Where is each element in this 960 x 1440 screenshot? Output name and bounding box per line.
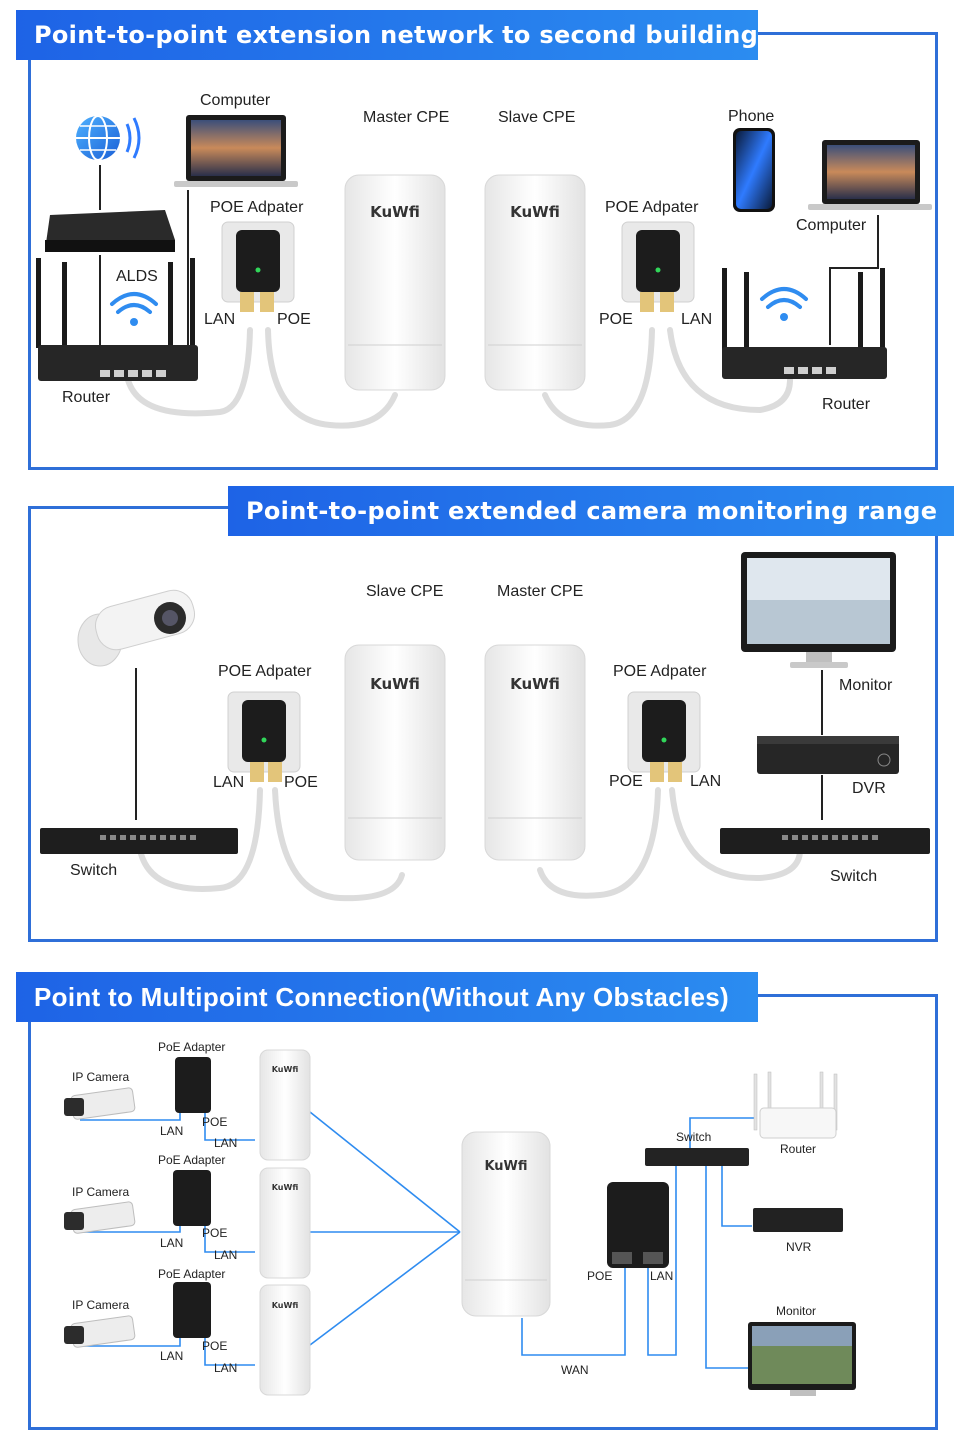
label-lan-row1: LAN [160, 1124, 184, 1138]
label-router-right: Router [822, 396, 871, 413]
label-ip-camera-row3: IP Camera [72, 1298, 130, 1312]
cpe-logo-1: KuWfi [370, 203, 420, 221]
router-left-art [36, 258, 198, 381]
label-lan-left-2: LAN [213, 774, 245, 791]
label-master-cpe: Master CPE [363, 109, 450, 126]
label-poe-adapter-row3: PoE Adapter [158, 1267, 226, 1281]
svg-text:KuWfi: KuWfi [484, 1159, 527, 1174]
label-alds: ALDS [116, 268, 158, 285]
svg-text:KuWfi: KuWfi [272, 1301, 299, 1310]
label-lan-3: LAN [650, 1269, 674, 1283]
label-poe-right-2: POE [609, 773, 643, 790]
label-poe-right: POE [599, 311, 633, 328]
label-poe-left: POE [277, 311, 311, 328]
ip-cameras-art [64, 1087, 136, 1348]
label-poe-3: POE [587, 1269, 613, 1283]
cable-group-1 [125, 327, 793, 429]
label-lan-left: LAN [204, 311, 236, 328]
label-lan-row3: LAN [160, 1349, 184, 1363]
label-lan2-row1: LAN [214, 1136, 238, 1150]
label-poe-adapter-row1: PoE Adapter [158, 1040, 226, 1054]
label-poe-adapter-left: POE Adpater [210, 199, 304, 216]
label-router-3: Router [780, 1142, 817, 1156]
label-lan-right: LAN [681, 311, 713, 328]
label-wan: WAN [561, 1363, 589, 1377]
label-nvr: NVR [786, 1240, 812, 1254]
label-phone: Phone [728, 108, 775, 125]
label-switch-3: Switch [676, 1130, 712, 1144]
label-poe-adapter-row2: PoE Adapter [158, 1153, 226, 1167]
label-lan2-row3: LAN [214, 1361, 238, 1375]
label-monitor: Monitor [839, 677, 893, 694]
bullet-camera-art [77, 589, 195, 667]
label-computer-right: Computer [796, 217, 867, 234]
section-3-title: Point to Multipoint Connection(Without A… [16, 972, 758, 1022]
poe-adapter-left-art [221, 221, 295, 312]
cpe-logo-2: KuWfi [510, 203, 560, 221]
section-1-title: Point-to-point extension network to seco… [16, 10, 758, 60]
label-poe-row1: POE [202, 1115, 228, 1129]
label-monitor-3: Monitor [776, 1304, 817, 1318]
internet-globe [76, 115, 141, 161]
label-dvr: DVR [852, 780, 886, 797]
label-poe-adapter-left-2: POE Adpater [218, 663, 312, 680]
router-white-art [753, 1071, 838, 1139]
label-switch-right: Switch [830, 868, 878, 885]
label-computer-left: Computer [200, 92, 271, 109]
label-slave-cpe-2: Slave CPE [366, 583, 444, 600]
label-switch-left: Switch [70, 862, 118, 879]
label-slave-cpe: Slave CPE [498, 109, 576, 126]
label-poe-adapter-right: POE Adpater [605, 199, 699, 216]
label-master-cpe-2: Master CPE [497, 583, 584, 600]
svg-text:KuWfi: KuWfi [272, 1065, 299, 1074]
label-poe-left-2: POE [284, 774, 318, 791]
label-poe-adapter-right-2: POE Adpater [613, 663, 707, 680]
label-ip-camera-row1: IP Camera [72, 1070, 130, 1084]
label-ip-camera-row2: IP Camera [72, 1185, 130, 1199]
label-lan-right-2: LAN [690, 773, 722, 790]
label-poe-row3: POE [202, 1339, 228, 1353]
svg-text:KuWfi: KuWfi [510, 675, 560, 693]
svg-text:KuWfi: KuWfi [370, 675, 420, 693]
svg-text:KuWfi: KuWfi [272, 1183, 299, 1192]
label-lan-row2: LAN [160, 1236, 184, 1250]
router-right-art [722, 268, 887, 379]
label-lan2-row2: LAN [214, 1248, 238, 1262]
poe-adapter-right-art [621, 221, 695, 312]
label-poe-row2: POE [202, 1226, 228, 1240]
section-2-title: Point-to-point extended camera monitorin… [228, 486, 954, 536]
label-router-left: Router [62, 389, 111, 406]
small-cpe-group: KuWfi KuWfi KuWfi [259, 1049, 311, 1396]
